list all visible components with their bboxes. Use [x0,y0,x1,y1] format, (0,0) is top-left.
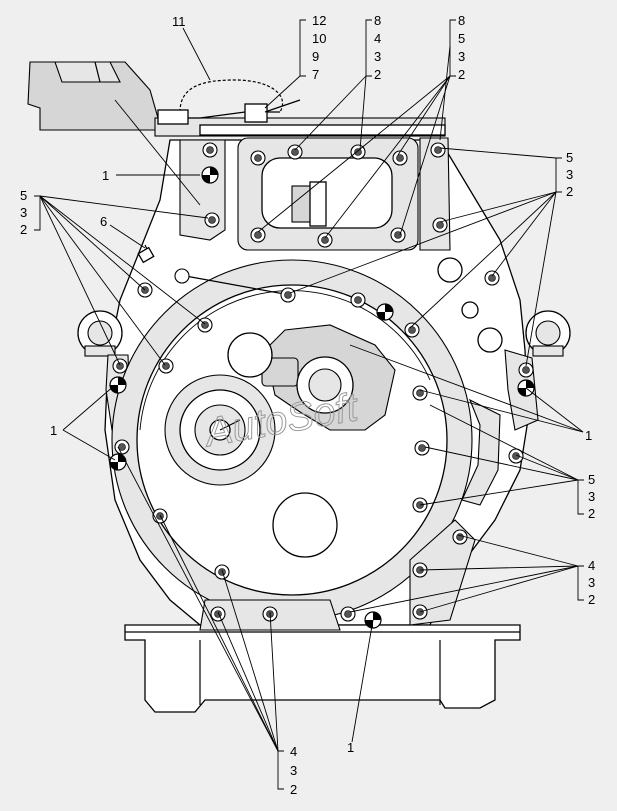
bolt [114,439,130,455]
callout-right-low-1: 4 [588,558,595,573]
callout-left-marker-lower: 1 [50,423,57,438]
bolt [392,150,408,166]
callout-11: 11 [172,14,186,29]
callout-stack3-4: 2 [458,67,465,82]
top-cover [237,137,451,251]
callout-sensor: 6 [100,214,107,229]
callout-stack3-2: 5 [458,31,465,46]
bolt [484,270,500,286]
bolt [287,144,303,160]
callout-right-low-2: 3 [588,575,595,590]
bolt [214,564,230,580]
callout-right-mid-2: 3 [588,489,595,504]
bolt [204,212,220,228]
bolt [350,292,366,308]
callout-right-upper-2: 3 [566,167,573,182]
bolt [414,440,430,456]
sensor [137,244,291,296]
alignment-marker-icon [109,453,127,471]
callout-right-mid-3: 2 [588,506,595,521]
callout-right-marker: 1 [585,428,592,443]
flywheel-housing [111,257,503,631]
callout-stack2-4: 2 [374,67,381,82]
bolt [112,358,128,374]
callout-stack2-2: 4 [374,31,381,46]
alignment-marker-icon [109,376,127,394]
bolt [430,142,446,158]
bolt [340,606,356,622]
bolt [518,362,534,378]
bolt [404,322,420,338]
callout-right-upper-1: 5 [566,150,573,165]
callout-left-marker: 1 [102,168,109,183]
bolt [202,142,218,158]
bolt [432,217,448,233]
callout-stack2-3: 3 [374,49,381,64]
callout-bottom-2: 3 [290,763,297,778]
callout-right-low-3: 2 [588,592,595,607]
bolt [250,227,266,243]
callout-bottom-marker: 1 [347,740,354,755]
callout-stack1-4: 7 [312,67,319,82]
callout-labels: 11 12 10 9 7 8 4 3 2 8 5 3 2 5 3 2 5 3 2… [20,13,595,797]
callout-left-upper-2: 3 [20,205,27,220]
callout-left-upper-3: 2 [20,222,27,237]
callout-right-mid-1: 5 [588,472,595,487]
bolt [350,144,366,160]
callout-bottom-1: 4 [290,744,297,759]
callout-stack1-1: 12 [312,13,326,28]
callout-stack3-1: 8 [458,13,465,28]
bolt [280,287,296,303]
bolt [390,227,406,243]
alignment-marker-icon [201,166,219,184]
callout-stack2-1: 8 [374,13,381,28]
callout-stack1-2: 10 [312,31,326,46]
callout-stack3-3: 3 [458,49,465,64]
wire-harness [157,79,301,125]
callout-stack1-3: 9 [312,49,319,64]
alignment-marker-icon [376,303,394,321]
bolt [317,232,333,248]
bolt [412,385,428,401]
bolt [250,150,266,166]
bolt [210,606,226,622]
callout-bottom-3: 2 [290,782,297,797]
leader-lines [34,19,584,790]
callout-left-upper-1: 5 [20,188,27,203]
bolt [158,358,174,374]
callout-right-upper-3: 2 [566,184,573,199]
